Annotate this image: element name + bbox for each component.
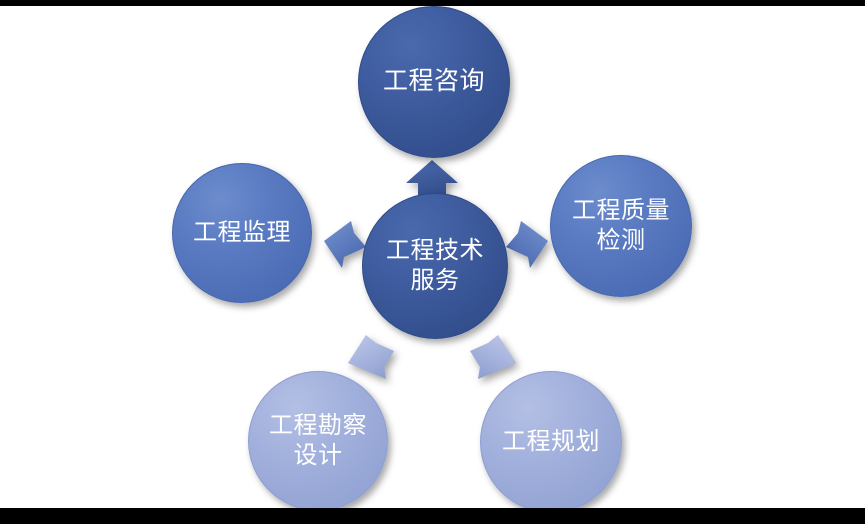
center-node-label: 工程技术 服务 (386, 236, 484, 294)
letterbox-bottom-bar (0, 508, 865, 524)
node-engineering-consulting[interactable]: 工程咨询 (358, 6, 510, 158)
node-label: 工程规划 (502, 427, 600, 455)
node-label: 工程勘察 设计 (269, 411, 367, 469)
arrow-down-right-icon (468, 333, 520, 381)
node-center-engineering-technical-service[interactable]: 工程技术 服务 (362, 193, 508, 339)
node-quality-inspection[interactable]: 工程质量 检测 (550, 155, 692, 297)
node-label: 工程咨询 (382, 67, 485, 96)
node-survey-design[interactable]: 工程勘察 设计 (248, 371, 388, 511)
node-engineering-supervision[interactable]: 工程监理 (172, 163, 312, 303)
arrow-down-left-icon (344, 333, 396, 381)
letterbox-top-bar (0, 0, 865, 6)
node-label: 工程质量 检测 (572, 196, 670, 254)
node-engineering-planning[interactable]: 工程规划 (480, 371, 622, 513)
arrow-up-left-icon (320, 219, 368, 269)
arrow-up-right-icon (504, 219, 552, 269)
node-label: 工程监理 (193, 218, 291, 246)
